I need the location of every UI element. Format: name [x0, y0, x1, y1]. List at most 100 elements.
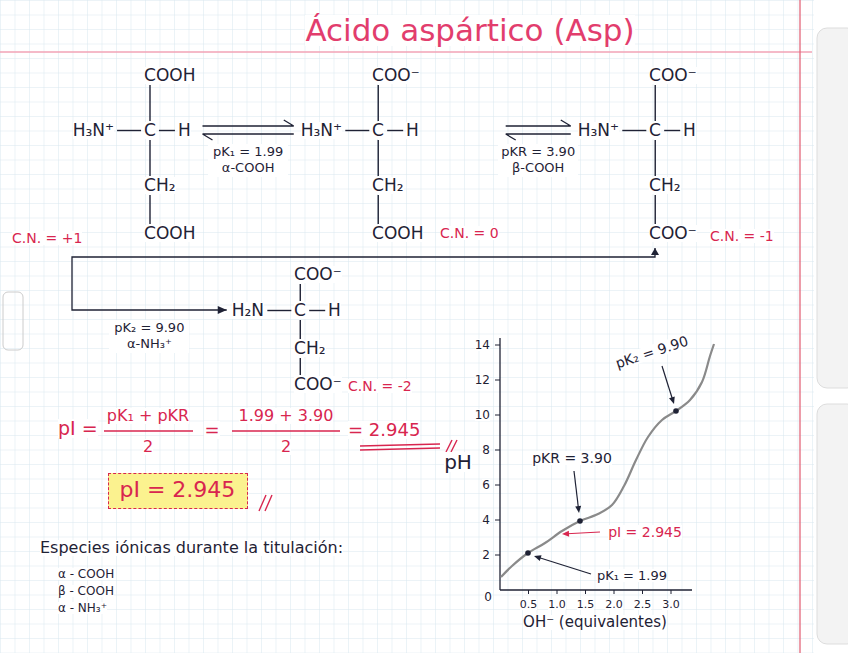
axis-tick: [614, 590, 615, 594]
binder-tab: [817, 28, 848, 388]
chemical-bond: [299, 284, 300, 301]
titration-curve: [501, 344, 714, 577]
margin-line: [0, 51, 812, 53]
chemical-bond: [377, 140, 378, 176]
equilibrium-harpoons: [506, 120, 571, 140]
chemical-bond: [377, 85, 378, 121]
axis-tick-label: 3.0: [662, 599, 680, 610]
leader-line: [539, 558, 591, 574]
emphasis-mark: [446, 440, 452, 452]
arrow-head: [575, 506, 581, 513]
section-heading: Especies iónicas durante la titulación:: [40, 540, 343, 556]
axis-tick-label: 1.5: [577, 599, 595, 610]
axis-tick-label: 6: [482, 479, 490, 491]
binder-tab: [817, 404, 848, 644]
bond-lines: [573, 62, 779, 249]
functional-group: COO⁻: [294, 266, 342, 283]
arrow-head: [534, 555, 542, 561]
formula-numerator: 1.99 + 3.90: [239, 408, 334, 424]
emphasis-mark: [259, 495, 266, 511]
hydrogen-atom: H: [178, 122, 191, 139]
list-item: β - COOH: [58, 585, 114, 597]
side-chain: CH₂: [372, 177, 403, 194]
emphasis-mark: [451, 440, 457, 452]
chemical-bond: [149, 195, 150, 224]
bond-lines: [7, 62, 200, 251]
chemical-bond: [622, 129, 646, 130]
curve-point: [525, 550, 531, 556]
chemical-bond: [387, 129, 403, 130]
axis-tick: [585, 590, 586, 594]
functional-group: COOH: [144, 225, 195, 242]
chemical-bond: [664, 129, 680, 130]
hydrogen-atom: H: [328, 302, 341, 319]
equilibrium-label: pK₂ = 9.90 α-NH₃⁺: [109, 320, 189, 353]
axis-tick-label: 1.0: [548, 599, 566, 610]
hydrogen-atom: H: [406, 122, 419, 139]
axis-tick: [495, 415, 500, 416]
side-chain: CH₂: [294, 340, 325, 357]
curve-annotation: pI = 2.945: [608, 525, 682, 539]
axis-tick: [495, 555, 500, 556]
chemical-bond: [377, 195, 378, 224]
axis-tick-label: 8: [482, 444, 490, 456]
formula-result: = 2.945: [348, 421, 420, 439]
chemical-bond: [654, 195, 655, 224]
axis-tick: [495, 485, 500, 486]
y-axis: [499, 338, 500, 590]
arrow-head: [562, 531, 569, 537]
curve-point: [577, 518, 583, 524]
result-underline: [360, 448, 440, 450]
chemical-bond: [149, 85, 150, 121]
equilibrium-arrow: [506, 120, 571, 140]
chemical-bond: [159, 129, 175, 130]
chemical-bond: [654, 140, 655, 176]
functional-group: COOH: [372, 225, 423, 242]
equilibrium-label: pKR = 3.90 β-COOH: [498, 144, 578, 177]
net-charge: C.N. = -1: [710, 229, 774, 243]
functional-group: COO⁻: [294, 376, 342, 393]
axis-tick-label: 14: [475, 339, 490, 351]
side-chain: CH₂: [649, 177, 680, 194]
axis-tick: [495, 520, 500, 521]
alpha-carbon: C: [372, 122, 384, 139]
result-text: pI = 2.945: [119, 479, 235, 501]
equilibrium-arrow: [202, 120, 293, 140]
net-charge: C.N. = +1: [12, 231, 82, 245]
margin-line: [799, 0, 800, 653]
axis-title: OH⁻ (equivalentes): [523, 615, 667, 630]
amino-group: H₃N⁺: [301, 122, 342, 139]
result-underline: [360, 444, 440, 446]
alpha-carbon: C: [144, 122, 156, 139]
structure-formula: COO⁻H₂NCHCH₂COO⁻C.N. = -2: [227, 261, 417, 399]
axis-tick-label: 0: [484, 591, 492, 603]
side-chain: CH₂: [144, 177, 175, 194]
structure-formula: COO⁻H₃N⁺CHCH₂COOHC.N. = 0: [296, 62, 504, 247]
curve-annotation: pK₁ = 1.99: [597, 569, 667, 582]
formula-denominator: 2: [281, 439, 291, 455]
curve-point: [673, 408, 679, 414]
arrow-head: [218, 306, 227, 314]
equilibrium-label: pK₁ = 1.99 α-COOH: [208, 144, 288, 177]
net-charge: C.N. = 0: [440, 226, 499, 240]
chemical-bond: [267, 309, 291, 310]
formula-denominator: 2: [143, 439, 153, 455]
result-box: pI = 2.945: [108, 473, 248, 509]
structure-formula: COO⁻H₃N⁺CHCH₂COO⁻C.N. = -1: [573, 62, 779, 249]
chemical-bond: [117, 129, 141, 130]
amino-group: H₃N⁺: [578, 122, 619, 139]
list-item: α - NH₃⁺: [58, 602, 107, 614]
chemical-bond: [149, 140, 150, 176]
formula-numerator: pK₁ + pKR: [107, 408, 189, 424]
page-title: Ácido aspártico (Asp): [305, 15, 634, 46]
leader-line: [574, 471, 578, 508]
axis-title: pH: [444, 452, 472, 472]
axis-tick-label: 10: [475, 409, 490, 421]
emphasis-mark: [265, 495, 272, 511]
axis-tick: [495, 345, 500, 346]
chemical-bond: [654, 85, 655, 121]
axis-tick-label: 2: [482, 549, 490, 561]
leader-line: [662, 366, 672, 399]
equilibrium-arrow: [72, 248, 659, 314]
